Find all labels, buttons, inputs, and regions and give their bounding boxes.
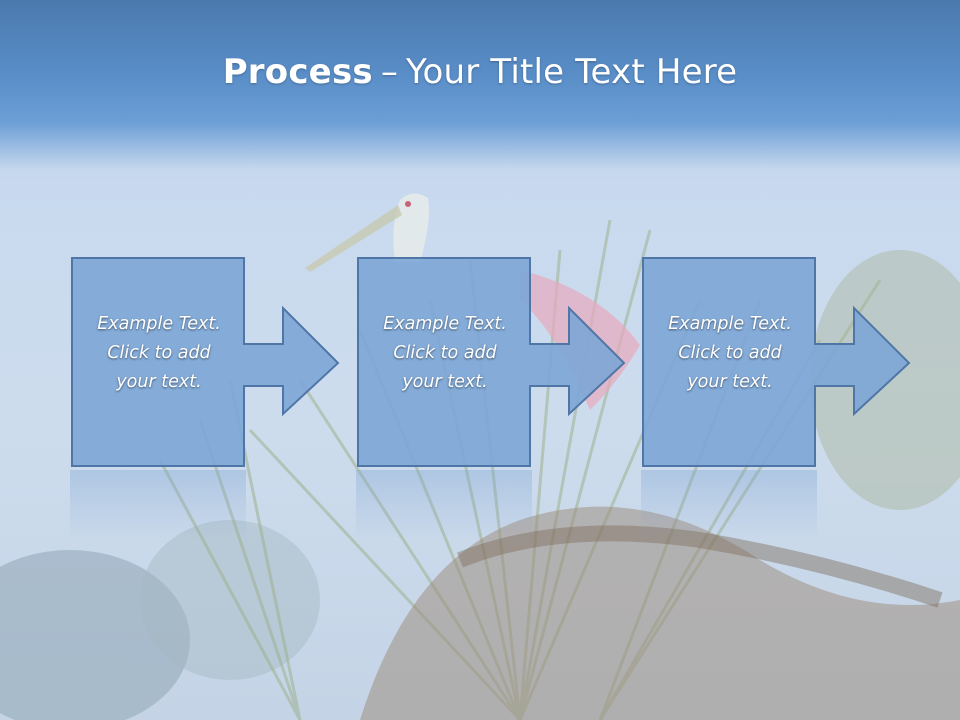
title-band <box>0 0 960 170</box>
process-step-1[interactable]: Example Text. Click to add your text. <box>70 256 340 468</box>
process-step-2[interactable]: Example Text. Click to add your text. <box>356 256 626 468</box>
title-dash: – <box>380 52 399 92</box>
step-2-shape <box>357 257 626 467</box>
step-1-text[interactable]: Example Text. Click to add your text. <box>97 314 221 392</box>
step-1-shape <box>71 257 340 467</box>
slide-title[interactable]: Process–Your Title Text Here <box>0 52 960 92</box>
process-step-3[interactable]: Example Text. Click to add your text. <box>641 256 911 468</box>
step-3-shape <box>642 257 911 467</box>
title-rest: Your Title Text Here <box>406 52 738 92</box>
step-2-text[interactable]: Example Text. Click to add your text. <box>383 314 507 392</box>
step-2-reflection <box>356 470 532 540</box>
step-1-reflection <box>70 470 246 540</box>
title-bold: Process <box>222 52 373 92</box>
step-3-reflection <box>641 470 817 540</box>
step-3-text[interactable]: Example Text. Click to add your text. <box>668 314 792 392</box>
